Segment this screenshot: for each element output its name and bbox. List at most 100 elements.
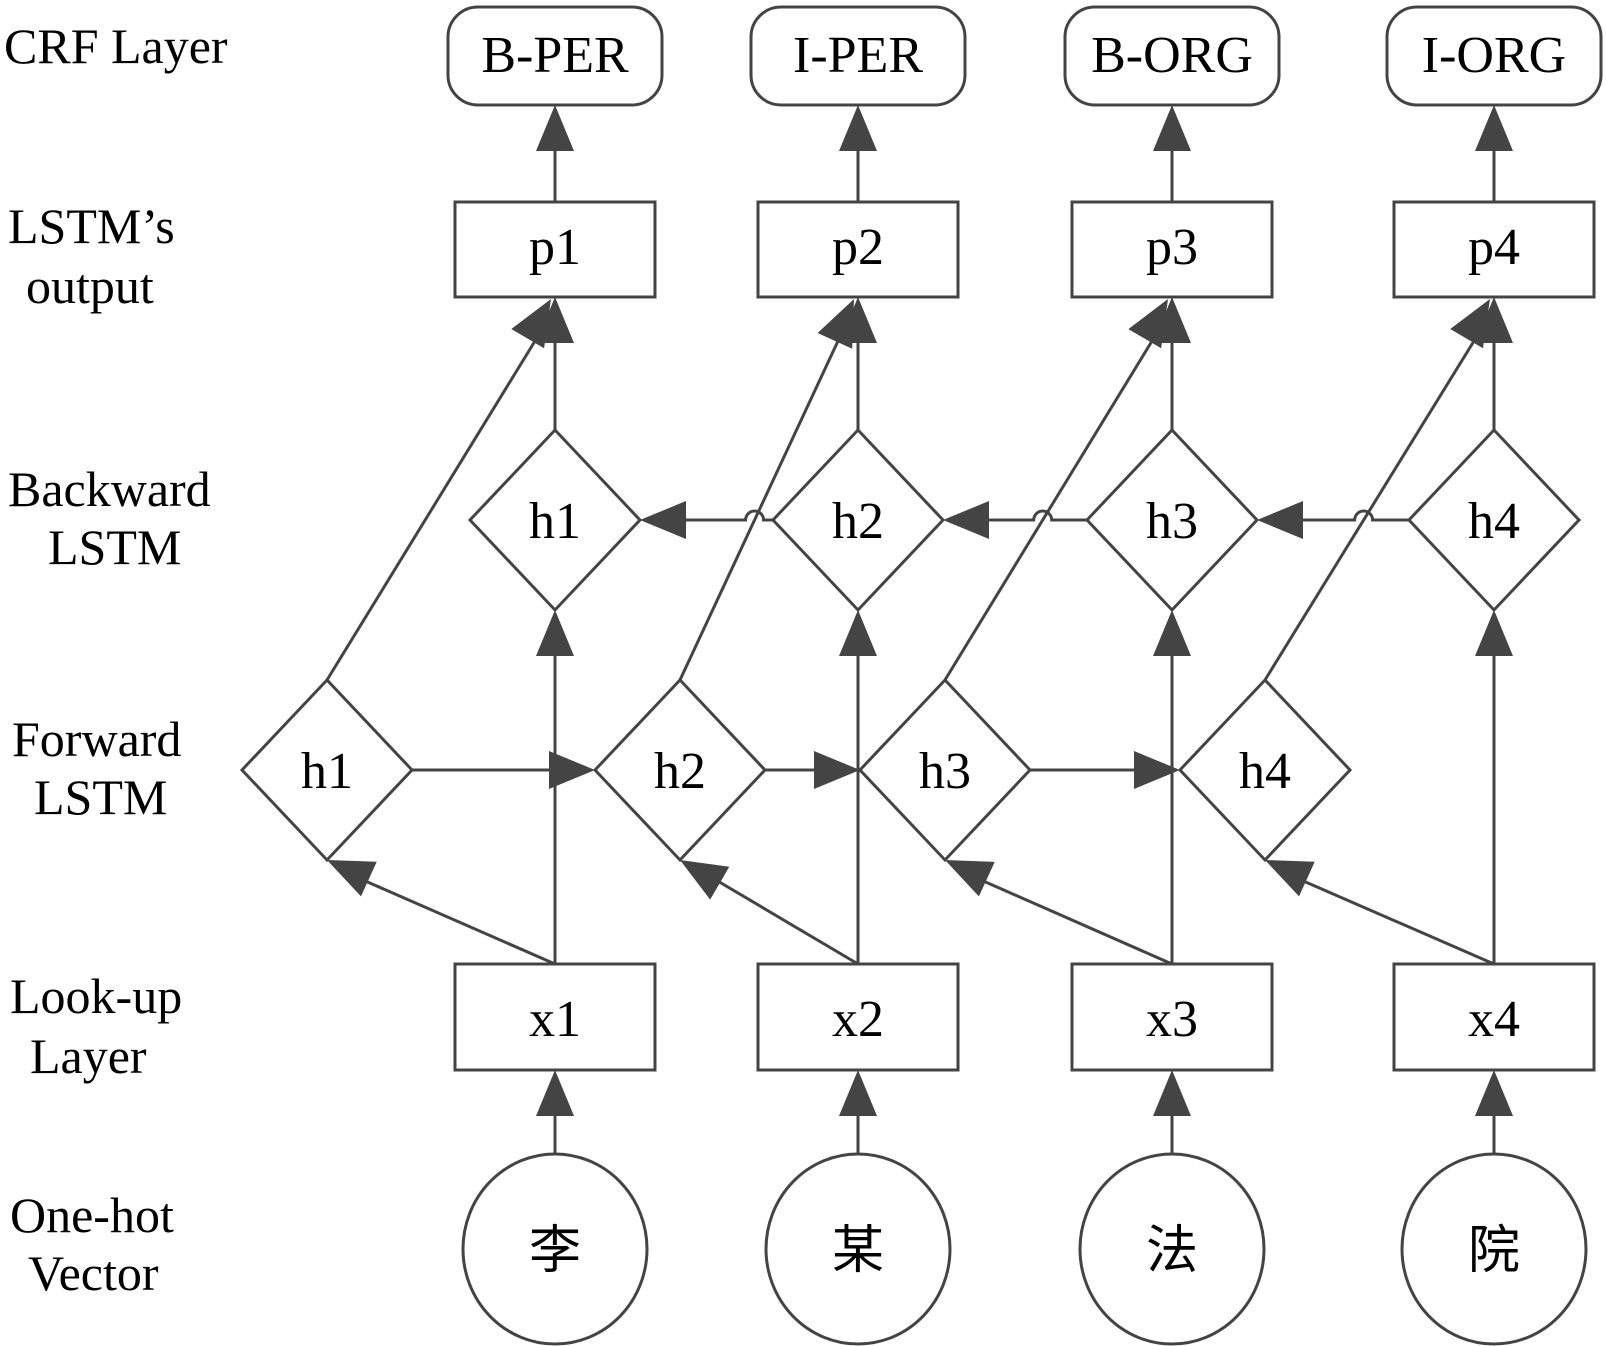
backward-lstm-node-h3 [1084,427,1260,613]
backward-lstm-node-h4 [1406,427,1582,613]
arrowhead-x2-to-backward-h2 [839,610,877,656]
forward-lstm-node-h4 [1177,677,1353,863]
forward-lstm-node-h2 [592,677,768,863]
arrowhead-forward-h4-to-p4 [1450,299,1490,349]
arrowhead-char-to-x4 [1475,1070,1513,1116]
lstm-output-node-p1 [453,200,657,299]
lookup-label-x3: x3 [1146,991,1198,1048]
lookup-label-x2: x2 [832,991,884,1048]
forward-lstm-label-h4: h4 [1239,743,1291,800]
label-onehot-line1: One-hot [10,1187,174,1243]
arrowhead-x4-to-backward-h4 [1475,610,1513,656]
onehot-node-1 [461,1152,649,1346]
lstm-output-node-p2 [756,200,960,299]
onehot-char-2: 某 [832,1223,884,1280]
arrowhead-p2-to-tag [839,105,877,151]
arrowhead-x3-to-forward-h3 [945,860,995,897]
arrowhead-forward-h2-to-p2 [817,299,854,349]
backward-lstm-label-h1: h1 [529,493,581,550]
label-onehot-line2: Vector [28,1245,159,1301]
crf-tag-node-2 [749,5,967,107]
onehot-node-3 [1078,1152,1266,1346]
onehot-char-4: 院 [1468,1223,1520,1280]
label-lstm-output-line1: LSTM’s [8,198,175,254]
lstm-output-label-p3: p3 [1146,219,1198,276]
lookup-node-x3 [1070,962,1274,1072]
backward-lstm-node-h2 [770,427,946,613]
edge-backward-h2-to-h1 [680,509,773,522]
label-lookup-line1: Look-up [10,968,182,1024]
edge-forward-h4-to-p4 [1263,340,1476,681]
backward-lstm-label-h4: h4 [1468,493,1520,550]
edges [325,105,1513,1154]
label-crf-layer: CRF Layer [4,18,228,74]
crf-tag-label-2: I-PER [793,27,923,84]
edge-x2-to-forward-h2 [715,878,859,966]
label-lstm-output-line2: output [26,258,154,314]
forward-lstm-node-h1 [239,677,415,863]
arrowhead-forward-h1-to-p1 [511,299,551,349]
edge-backward-h4-to-h3 [1297,509,1409,522]
forward-lstm-label-h2: h2 [654,743,706,800]
edge-forward-h3-to-p3 [943,340,1154,681]
arrowhead-forward-h3-to-h4 [1134,751,1180,789]
lookup-node-x2 [756,962,960,1072]
lookup-node-x1 [453,962,657,1072]
label-backward-line1: Backward [8,461,211,517]
onehot-node-4 [1400,1152,1588,1346]
row-labels: CRF Layer LSTM’s output Backward LSTM Fo… [4,18,228,1301]
onehot-char-3: 法 [1146,1223,1198,1280]
arrowhead-char-to-x3 [1153,1070,1191,1116]
crf-tag-label-3: B-ORG [1091,27,1253,84]
arrowhead-x4-to-forward-h4 [1265,860,1315,897]
lstm-output-node-p4 [1392,200,1596,299]
nodes: B-PER p1 h1 h1 x1 李 I-PER p2 h2 h2 x2 某 B-ORG p3 h3 h3 x… [239,5,1603,1346]
backward-lstm-node-h1 [467,427,643,613]
lookup-label-x4: x4 [1468,991,1520,1048]
lstm-output-node-p3 [1070,200,1274,299]
arrowhead-x1-to-forward-h1 [327,860,377,897]
arrowhead-char-to-x2 [839,1070,877,1116]
edge-forward-h1-to-p1 [325,340,537,681]
lookup-label-x1: x1 [529,991,581,1048]
lstm-output-label-p1: p1 [529,219,581,276]
arrowhead-forward-h3-to-p3 [1128,299,1168,349]
label-backward-line2: LSTM [48,519,181,575]
edge-forward-h2-to-p2 [678,340,840,681]
crf-tag-node-4 [1385,5,1603,107]
arrowhead-forward-h2-to-h3 [814,751,860,789]
lstm-output-label-p4: p4 [1468,219,1520,276]
lookup-node-x4 [1392,962,1596,1072]
onehot-char-1: 李 [529,1223,581,1280]
crf-tag-label-4: I-ORG [1422,27,1566,84]
arrowhead-char-to-x1 [536,1070,574,1116]
arrowhead-x1-to-backward-h1 [536,610,574,656]
crf-tag-node-1 [446,5,664,107]
arrowhead-x2-to-forward-h2 [680,860,730,900]
label-forward-line1: Forward [12,711,181,767]
arrowhead-backward-h2-to-h1 [640,501,686,539]
arrowhead-p3-to-tag [1153,105,1191,151]
arrowhead-x3-to-backward-h3 [1153,610,1191,656]
arrowhead-backward-h4-to-h3 [1257,501,1303,539]
arrowhead-p1-to-tag [536,105,574,151]
crf-tag-node-3 [1063,5,1281,107]
arrowhead-p4-to-tag [1475,105,1513,151]
onehot-node-2 [764,1152,952,1346]
edge-x3-to-forward-h3 [980,878,1173,966]
edge-x1-to-forward-h1 [362,878,556,966]
edge-x4-to-forward-h4 [1300,878,1495,966]
arrowhead-backward-h3-to-h2 [943,501,989,539]
crf-tag-label-1: B-PER [481,27,629,84]
forward-lstm-node-h3 [857,677,1033,863]
forward-lstm-label-h1: h1 [301,743,353,800]
forward-lstm-label-h3: h3 [919,743,971,800]
label-lookup-line2: Layer [30,1028,147,1084]
backward-lstm-label-h3: h3 [1146,493,1198,550]
backward-lstm-label-h2: h2 [832,493,884,550]
lstm-output-label-p2: p2 [832,219,884,276]
label-forward-line2: LSTM [34,769,167,825]
edge-backward-h3-to-h2 [983,509,1087,522]
arrowhead-forward-h1-to-h2 [549,751,595,789]
